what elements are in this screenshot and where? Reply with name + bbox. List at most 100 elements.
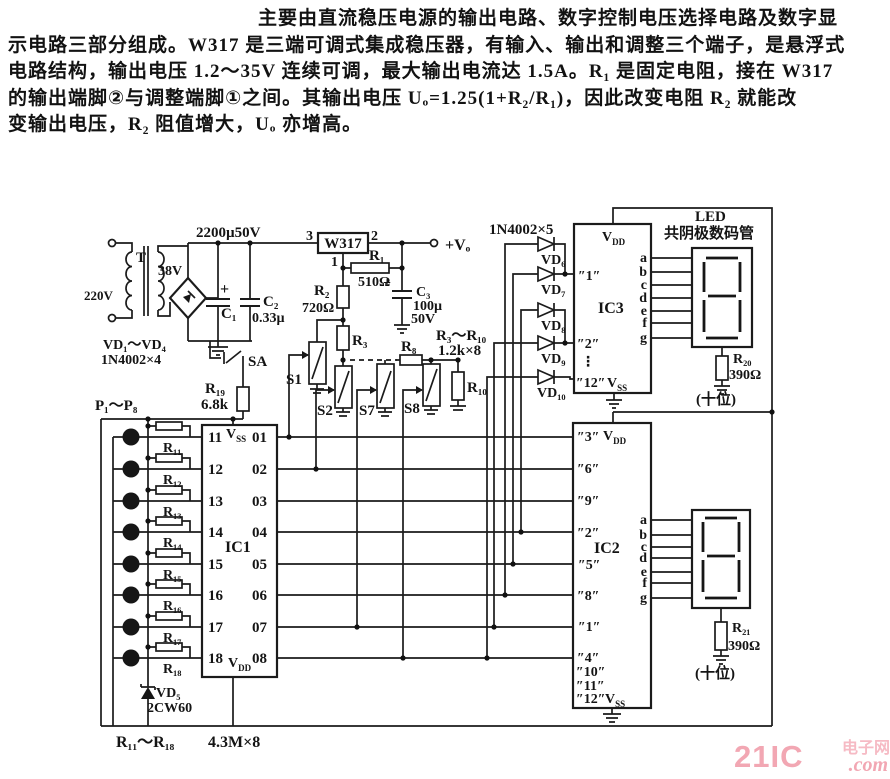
diode-triangles (537, 235, 557, 386)
ic1-section: IC1 11 12 13 14 15 16 17 18 01 02 03 04 … (200, 423, 279, 679)
keypad-section: R₁₁ R₁₂ R₁₃ R₁₄ R₁₅ R₁₆ R₁₇ R₁₈ P₁～P₈ VD… (95, 398, 772, 751)
r16-label: R₁₆ (163, 599, 182, 614)
sa-switch (223, 350, 242, 364)
r18-resistor (155, 642, 183, 652)
switch-grounds (310, 384, 466, 417)
pushbutton-p5 (122, 555, 140, 573)
ic1-pin14: 14 (208, 525, 224, 541)
ic3-label: IC3 (598, 300, 624, 317)
mains-voltage-label: 220V (84, 288, 114, 303)
r20-resistor (715, 355, 729, 381)
seg-b-label: b (639, 265, 647, 280)
output-voltage-label: +Vₒ (445, 237, 471, 254)
r19-value-label: 6.8k (201, 397, 229, 413)
ic2-in10-label: ″10″ (576, 665, 605, 680)
transformer-core (143, 246, 149, 316)
pushbutton-p2 (122, 460, 140, 478)
r13-label: R₁₃ (163, 505, 182, 520)
resistor-group-value: 1.2k×8 (438, 343, 481, 359)
paragraph-line: 电路结构，输出电压 1.2～35V 连续可调，最大输出电流达 1.5A。R₁ 是… (8, 61, 834, 82)
paragraph-line: 变输出电压，R₂ 阻值增大，Uₒ 亦增高。 (8, 114, 363, 135)
s7-label: S7 (359, 403, 375, 419)
r3-label: R₃ (352, 333, 368, 349)
r10-resistor (451, 371, 465, 401)
r1-value-label: 510Ω (358, 275, 390, 290)
pushbutton-p7 (122, 618, 140, 636)
r12-label: R₁₂ (163, 473, 182, 488)
bus-rows (277, 436, 573, 659)
pushbutton-p4 (122, 523, 140, 541)
zener-type-label: 2CW60 (147, 701, 192, 716)
bridge-diodes-type: 1N4002×4 (101, 353, 161, 368)
ic1-out04: 04 (252, 525, 268, 541)
zener-vd5 (141, 687, 155, 699)
r21-value-label: 390Ω (728, 639, 760, 654)
ic2-in6-label: ″6″ (577, 462, 599, 477)
transformer-label: T (136, 250, 146, 266)
w317-label: W317 (324, 236, 362, 252)
r2-label: R₂ (314, 283, 330, 299)
pin1-label: 1 (331, 255, 338, 270)
ic3-in2-label: ″2″ (577, 337, 599, 352)
ic1-out01: 01 (252, 430, 267, 446)
vd6-label: VD₆ (541, 253, 565, 268)
display1-segments (702, 256, 742, 340)
r11-resistor (155, 421, 183, 431)
paragraph-line: 的输出端脚②与调整端脚①之间。其输出电压 Uₒ=1.25(1+R₂/R₁)，因此… (8, 87, 798, 109)
r12-resistor (155, 453, 183, 463)
led-title: LED (695, 209, 726, 225)
seg-d-label: d (639, 291, 647, 306)
ic3-in12-label: ″12″ (576, 376, 605, 391)
ic2-vdd-label: VDD (603, 429, 627, 446)
site-watermark: 21IC 电子网 .com (728, 733, 890, 779)
c1-label: C₁ (221, 306, 236, 322)
r17-label: R₁₇ (163, 631, 182, 646)
vd10-label: VD₁₀ (537, 386, 566, 401)
seg-f-label: f (642, 576, 647, 591)
ic1-out03: 03 (252, 494, 267, 510)
ic2-in11-label: ″11″ (576, 679, 605, 694)
seg-g-label: g (640, 591, 647, 606)
mains-terminal (107, 313, 117, 323)
ic2-vss-label: VSS (605, 692, 625, 709)
ic2-label: IC2 (594, 540, 620, 557)
c1-polarity: + (220, 281, 229, 298)
r1-resistor (350, 262, 390, 274)
r13-resistor (155, 485, 183, 495)
r11-label: R₁₁ (163, 441, 182, 456)
led-subtitle: 共阴极数码管 (664, 224, 754, 242)
r8-label: R₈ (401, 339, 417, 355)
ic1-chip (200, 423, 279, 679)
watermark-suffix: .com (848, 754, 888, 776)
pushbutton-p1 (122, 428, 140, 446)
ic3-ellipsis: ⋮ (581, 355, 595, 370)
ic2-in1-label: ″1″ (578, 620, 600, 635)
ic1-label: IC1 (225, 539, 251, 556)
ic1-vdd-label: VDD (228, 656, 252, 673)
keypad-resistors-footer-value: 4.3M×8 (208, 734, 260, 751)
w317-regulator (316, 231, 370, 255)
sa-label: SA (248, 354, 267, 370)
keypad-row-wires (113, 425, 202, 659)
digit1-position-label: (十位) (696, 390, 736, 408)
seg-g-label: g (640, 331, 647, 346)
paragraph-line: 主要由直流稳压电源的输出电路、数字控制电压选择电路及数字显 (258, 8, 839, 29)
pushbutton-p3 (122, 492, 140, 510)
power-frame-wires (612, 207, 773, 726)
seg-b-label: b (639, 528, 647, 543)
r18-label: R₁₈ (163, 662, 182, 677)
ic1-out06: 06 (252, 588, 268, 604)
r10-label: R₁₀ (467, 380, 487, 396)
seg-c-label: c (641, 540, 647, 555)
c3-polarity: + (383, 276, 391, 291)
r14-resistor (155, 516, 183, 526)
display2-segments (701, 516, 741, 600)
primary-coil (125, 251, 133, 311)
ic3-ground (606, 393, 622, 409)
keypad-label: P₁～P₈ (95, 398, 138, 414)
secondary-voltage-label: 38V (158, 264, 182, 279)
bridge-rectifier (168, 276, 208, 320)
r2-resistor (336, 285, 350, 309)
paragraph-line: 示电路三部分组成。W317 是三端可调式集成稳压器，有输入、输出和调整三个端子，… (8, 34, 846, 56)
